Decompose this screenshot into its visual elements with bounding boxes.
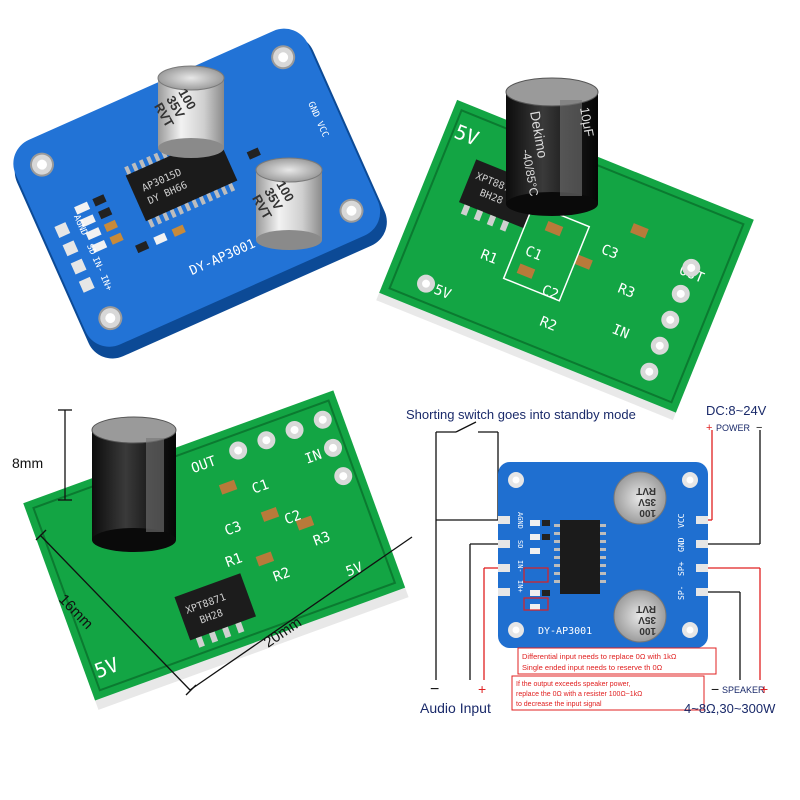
left-pin-row (54, 222, 95, 293)
board-model: DY-AP3001 (538, 626, 592, 637)
svg-text:RVT: RVT (636, 603, 656, 614)
capacitor-top-view: 100 35V RVT (613, 589, 667, 643)
pin-label: VCC (677, 513, 686, 528)
silk-label: 5V (432, 282, 454, 303)
pin-label: IN+ (516, 580, 524, 593)
svg-text:100: 100 (639, 507, 656, 518)
pin-label: SD (84, 243, 98, 257)
pin-label: IN- (516, 560, 524, 573)
silk-label: R3 (311, 529, 332, 550)
wires-red (483, 430, 761, 680)
pin-label: GND (677, 537, 686, 552)
diagram-pins (498, 516, 708, 596)
note-output-power: If the output exceeds speaker power, rep… (511, 675, 705, 711)
note-differential-input: Differential input needs to replace 0Ω w… (517, 647, 717, 675)
silk-label: C1 (523, 243, 545, 264)
svg-text:replace the 0Ω with a resister: replace the 0Ω with a resister 100Ω~1kΩ (516, 691, 642, 698)
pin-holes (229, 410, 353, 486)
silk-label: 5V (344, 559, 366, 580)
silk-label: C2 (539, 282, 561, 303)
diagram-board: AGND SD IN- IN+ VCC GND SP+ SP- DY-AP300… (498, 462, 708, 648)
silk-label: IN (610, 321, 632, 342)
smd-components (218, 479, 315, 567)
standby-switch-icon (435, 421, 499, 680)
audio-minus: − (430, 681, 439, 698)
wiring-diagram: Shorting switch goes into standby mode D… (406, 403, 776, 716)
top-right-green-board: XPT8871 BH28 5V C1 C2 C3 R1 R2 R3 IN OUT… (376, 77, 754, 421)
silk-label: C2 (282, 507, 303, 528)
pcb-top (23, 390, 406, 701)
pin-label: AGND (516, 512, 524, 529)
silk-label: C3 (222, 519, 243, 540)
svg-text:35V: 35V (638, 614, 656, 625)
capacitor-top-view: 100 35V RVT (613, 471, 667, 525)
speaker-plus: + (760, 681, 768, 697)
standby-label: Shorting switch goes into standby mode (406, 407, 636, 422)
capacitor-2: 100 35V RVT (249, 157, 323, 250)
amp-chip (174, 573, 256, 641)
smd-components (74, 147, 261, 254)
silk-label: R1 (478, 247, 500, 268)
dimension-height: 8mm (12, 455, 43, 471)
top-left-blue-board: AP3015D DY BH66 AGND SD (13, 28, 387, 359)
svg-text:Differential input needs to re: Differential input needs to replace 0Ω w… (522, 652, 677, 661)
silk-label: IN (303, 447, 324, 468)
cap-text: 10μF (577, 106, 597, 138)
speaker-minus: − (711, 681, 719, 697)
audio-input-label: Audio Input (420, 700, 491, 716)
power-plus: + (706, 422, 712, 434)
svg-text:If the output exceeds speaker: If the output exceeds speaker power, (516, 681, 630, 688)
speaker-word: SPEAKER (722, 685, 765, 695)
speaker-spec: 4~8Ω,30~300W (684, 701, 776, 716)
silk-label: R1 (223, 550, 244, 571)
dimension-lines (35, 409, 413, 696)
svg-text:100: 100 (639, 625, 656, 636)
svg-text:to decrease the input signal: to decrease the input signal (516, 701, 602, 708)
capacitor-black: Dekimo -40/85°C 10μF (505, 77, 599, 216)
silk-label: C1 (250, 477, 271, 498)
power-minus: − (756, 422, 762, 434)
svg-text:Single ended input needs to re: Single ended input needs to reserve th 0… (522, 663, 663, 672)
capacitor-black (91, 416, 177, 552)
svg-text:RVT: RVT (636, 485, 656, 496)
pin-label: SP+ (677, 561, 686, 576)
capacitor-1: 100 35V RVT (151, 65, 225, 158)
svg-text:35V: 35V (638, 496, 656, 507)
silk-label: R2 (537, 314, 559, 335)
pin-label: SP- (677, 586, 686, 600)
wires-black (436, 430, 761, 680)
dc-voltage-label: DC:8~24V (706, 403, 767, 418)
pin-holes (417, 258, 701, 381)
silk-label: C3 (599, 242, 621, 263)
power-word: POWER (716, 423, 751, 433)
pin-label: SD (516, 540, 524, 548)
audio-plus: + (478, 681, 486, 697)
bottom-left-green-board: XPT8871 BH28 5V C1 C2 C3 R1 R2 R3 IN OUT… (12, 390, 413, 710)
silk-label: R3 (615, 281, 637, 302)
silk-label: R2 (271, 565, 292, 586)
amp-chip (125, 134, 238, 222)
